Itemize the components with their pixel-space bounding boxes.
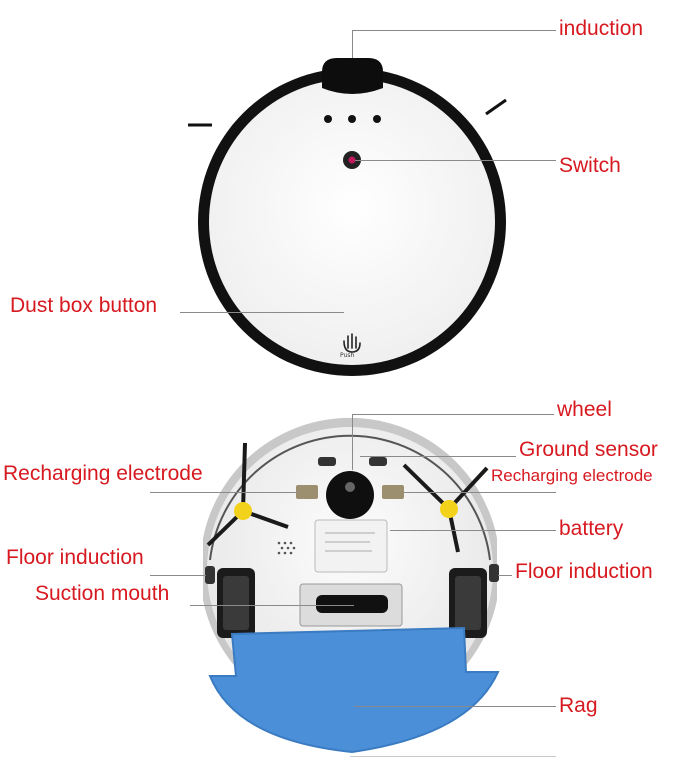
leader-suction-mouth bbox=[190, 605, 354, 606]
recharging-electrode-left bbox=[296, 485, 318, 499]
side-brush-right bbox=[402, 463, 489, 553]
leader-floor-induction-right bbox=[498, 575, 512, 576]
label-induction: induction bbox=[559, 17, 644, 40]
drive-wheel-right bbox=[449, 568, 487, 638]
label-switch: Switch bbox=[559, 154, 621, 177]
leader-wheel-vertical bbox=[352, 414, 353, 470]
floor-induction-sensor-right bbox=[489, 564, 499, 582]
indicator-dot bbox=[324, 115, 332, 123]
label-suction-mouth: Suction mouth bbox=[35, 582, 170, 605]
ground-sensor bbox=[369, 457, 387, 466]
leader-recharging-right bbox=[404, 492, 556, 493]
indicator-dot bbox=[373, 115, 381, 123]
leader-ground-sensor bbox=[360, 456, 516, 457]
label-recharging-electrode-right: Recharging electrode bbox=[491, 466, 653, 485]
induction-sensor bbox=[322, 58, 383, 94]
push-mark-text: Push bbox=[340, 352, 355, 359]
leader-wheel bbox=[352, 414, 554, 415]
top-body-face bbox=[209, 79, 495, 365]
caster-wheel-hub bbox=[345, 482, 355, 492]
label-rag: Rag bbox=[559, 694, 598, 717]
side-brush-left bbox=[206, 442, 289, 547]
suction-mouth-opening bbox=[316, 595, 388, 613]
leader-switch bbox=[355, 160, 556, 161]
indicator-dot bbox=[348, 115, 356, 123]
ground-sensor bbox=[318, 457, 336, 466]
top-side-brush-right bbox=[485, 98, 507, 116]
label-recharging-electrode-left: Recharging electrode bbox=[3, 462, 203, 485]
leader-rag-bottom bbox=[350, 756, 556, 757]
leader-floor-induction-left bbox=[150, 575, 206, 576]
leader-induction bbox=[352, 30, 556, 31]
rag-pad bbox=[210, 628, 498, 752]
leader-rag bbox=[354, 706, 556, 707]
leader-recharging-left bbox=[150, 492, 298, 493]
label-wheel: wheel bbox=[557, 398, 612, 421]
label-ground-sensor: Ground sensor bbox=[519, 438, 658, 461]
recharging-electrode-right bbox=[382, 485, 404, 499]
bottom-body-edge bbox=[209, 434, 491, 561]
label-dust-box-button: Dust box button bbox=[10, 294, 158, 317]
drive-wheel-left bbox=[217, 568, 255, 638]
label-floor-induction-left: Floor induction bbox=[6, 546, 144, 569]
leader-induction-vertical bbox=[352, 30, 353, 58]
label-floor-induction-right: Floor induction bbox=[515, 560, 653, 583]
leader-dust-box bbox=[180, 312, 344, 313]
leader-battery bbox=[390, 530, 556, 531]
label-battery: battery bbox=[559, 517, 624, 540]
battery-cover bbox=[314, 519, 388, 573]
floor-induction-sensor-left bbox=[205, 566, 215, 584]
rag-pad-edge bbox=[208, 626, 500, 754]
speaker-grille bbox=[277, 541, 296, 555]
caster-wheel bbox=[326, 471, 374, 519]
power-switch-light bbox=[348, 156, 356, 164]
push-hand-icon bbox=[343, 333, 361, 353]
